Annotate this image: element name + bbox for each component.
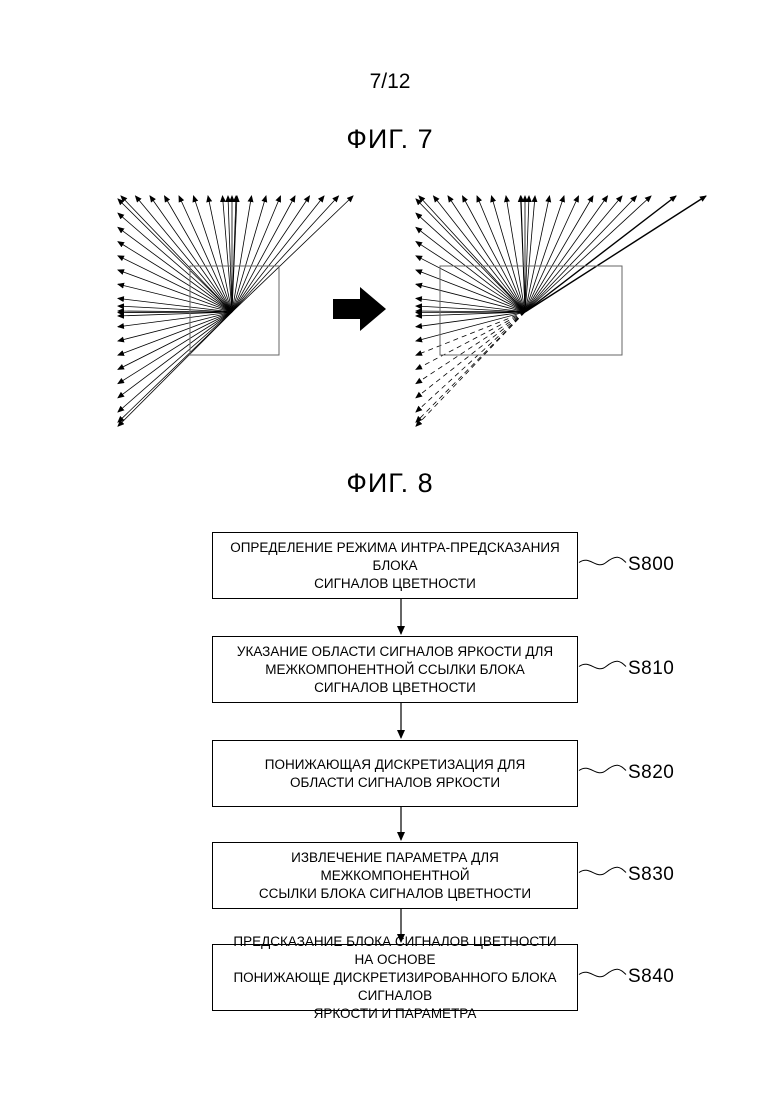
label-leader-line xyxy=(579,969,626,977)
step-box-s830: ИЗВЛЕЧЕНИЕ ПАРАМЕТРА ДЛЯ МЕЖКОМПОНЕНТНОЙ… xyxy=(212,842,578,909)
step-label-s820: S820 xyxy=(628,762,674,784)
step-text-s830: ИЗВЛЕЧЕНИЕ ПАРАМЕТРА ДЛЯ МЕЖКОМПОНЕНТНОЙ… xyxy=(223,849,567,903)
step-label-s830: S830 xyxy=(628,864,674,886)
step-label-s800: S800 xyxy=(628,554,674,576)
label-leader-line xyxy=(579,661,626,669)
step-box-s810: УКАЗАНИЕ ОБЛАСТИ СИГНАЛОВ ЯРКОСТИ ДЛЯ МЕ… xyxy=(212,636,578,703)
step-box-s820: ПОНИЖАЮЩАЯ ДИСКРЕТИЗАЦИЯ ДЛЯ ОБЛАСТИ СИГ… xyxy=(212,740,578,807)
step-box-s840: ПРЕДСКАЗАНИЕ БЛОКА СИГНАЛОВ ЦВЕТНОСТИ НА… xyxy=(212,944,578,1011)
label-leader-line xyxy=(579,765,626,773)
step-label-s810: S810 xyxy=(628,658,674,680)
step-label-s840: S840 xyxy=(628,966,674,988)
step-label-leaders xyxy=(579,557,626,977)
label-leader-line xyxy=(579,557,626,565)
label-leader-line xyxy=(579,867,626,875)
step-text-s840: ПРЕДСКАЗАНИЕ БЛОКА СИГНАЛОВ ЦВЕТНОСТИ НА… xyxy=(223,933,567,1023)
step-text-s820: ПОНИЖАЮЩАЯ ДИСКРЕТИЗАЦИЯ ДЛЯ ОБЛАСТИ СИГ… xyxy=(265,756,525,792)
step-text-s810: УКАЗАНИЕ ОБЛАСТИ СИГНАЛОВ ЯРКОСТИ ДЛЯ МЕ… xyxy=(237,643,553,697)
step-box-s800: ОПРЕДЕЛЕНИЕ РЕЖИМА ИНТРА-ПРЕДСКАЗАНИЯ БЛ… xyxy=(212,532,578,599)
step-text-s800: ОПРЕДЕЛЕНИЕ РЕЖИМА ИНТРА-ПРЕДСКАЗАНИЯ БЛ… xyxy=(223,539,567,593)
